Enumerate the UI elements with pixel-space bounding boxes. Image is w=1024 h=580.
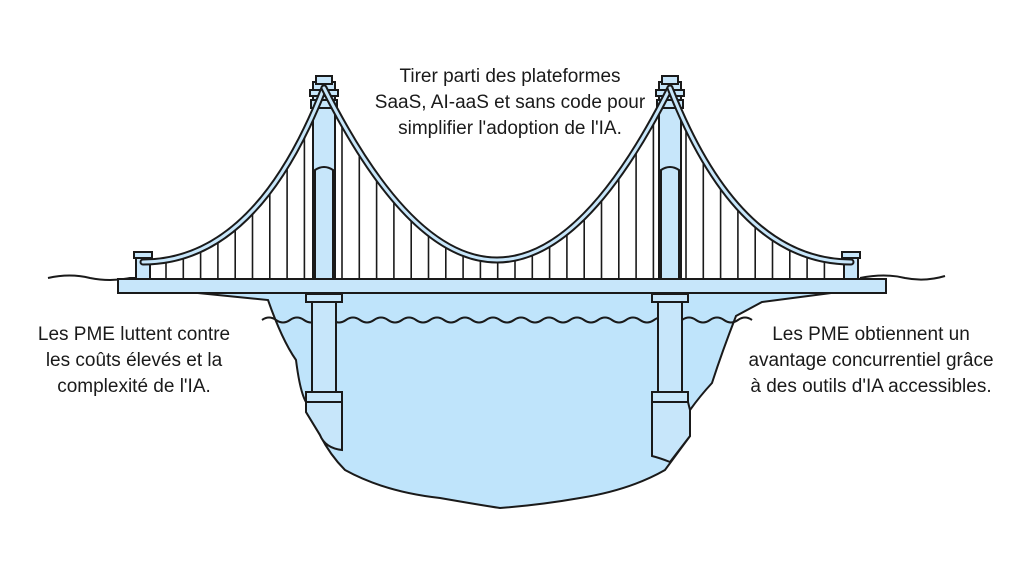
ground-right: [859, 274, 946, 281]
main-cable-inner-0: [141, 86, 326, 264]
right-tower: [655, 75, 685, 280]
main-cable-right: [666, 84, 855, 266]
bridge-deck: [117, 278, 887, 294]
suspender-cables: [165, 119, 826, 279]
left-label: Les PME luttent contre les coûts élevés …: [37, 324, 231, 397]
right-label: Les PME obtiennent un avantage concurren…: [748, 324, 994, 397]
right-pier: [651, 293, 691, 464]
left-pier: [305, 293, 343, 452]
main-cable-left: [139, 84, 328, 266]
main-cable-inner-2: [668, 86, 853, 264]
top-label: Tirer parti des plateformes SaaS, AI-aaS…: [374, 66, 646, 139]
main-cable-inner-1: [322, 86, 672, 262]
